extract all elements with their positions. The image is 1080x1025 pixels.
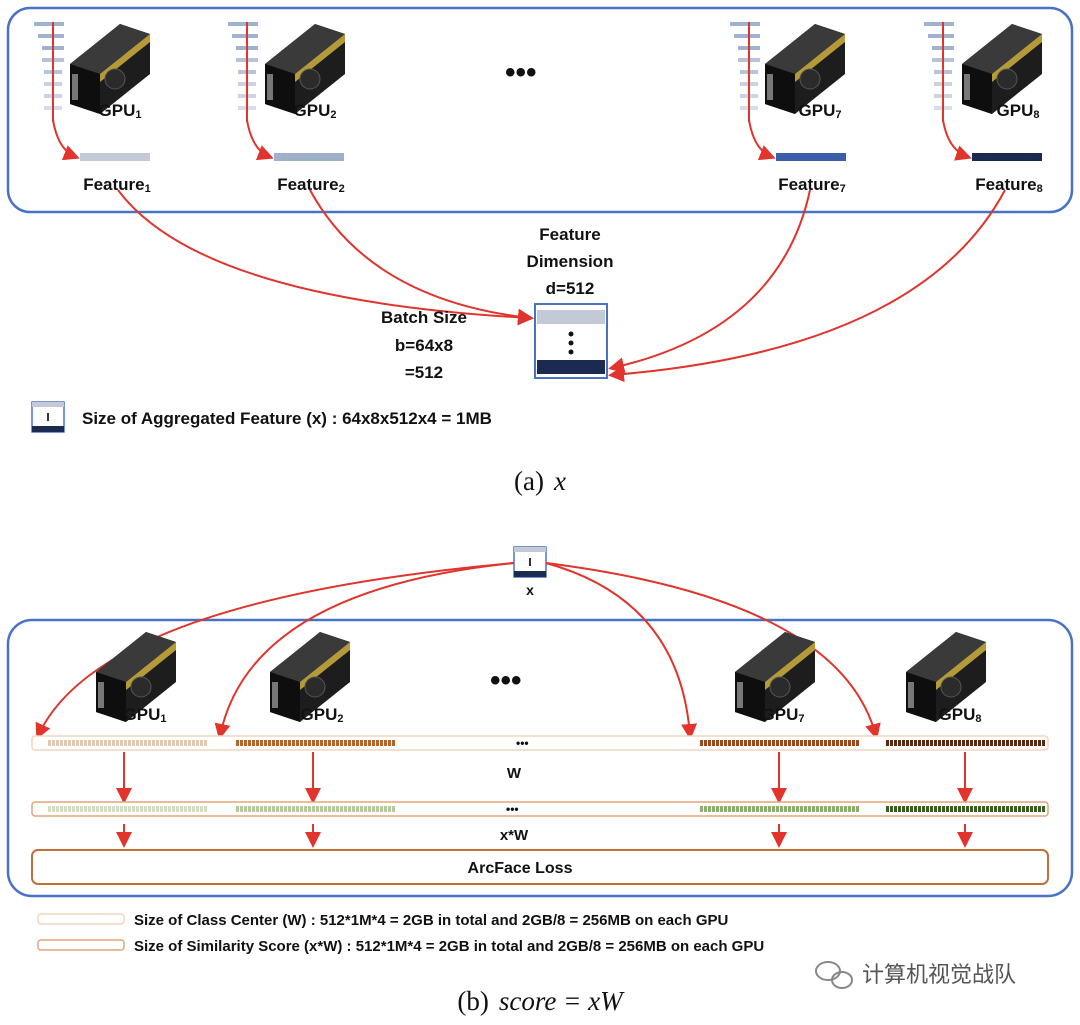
gpu-label: GPU8: [939, 705, 982, 725]
feature-dimension-line1: Feature: [539, 225, 600, 244]
network-layers-icon: [923, 21, 955, 123]
w-label: W: [507, 765, 522, 782]
legend-similarity-score: Size of Similarity Score (x*W) : 512*1M*…: [134, 938, 764, 955]
arcface-loss-label: ArcFace Loss: [468, 860, 573, 877]
legend-score-swatch: [37, 939, 125, 951]
feature-label: Feature8: [975, 175, 1043, 195]
gpu-label: GPU2: [294, 101, 337, 121]
gpu-node-b-2: GPU2: [221, 631, 351, 748]
x-input-label: x: [526, 582, 534, 598]
score-row-frame: [31, 801, 1049, 817]
network-layers-icon: [33, 21, 65, 123]
legend-aggregated-feature: Size of Aggregated Feature (x) : 64x8x51…: [82, 409, 492, 428]
loss-arrows: [116, 824, 973, 848]
legend-icon-x: [31, 401, 65, 433]
score-shard-2: [236, 806, 395, 812]
w-row-frame: [31, 735, 1049, 751]
caption-a: (a)x: [514, 466, 566, 496]
legend-class-center: Size of Class Center (W) : 512*1M*4 = 2G…: [134, 912, 728, 929]
feature-extract-arrow: [246, 119, 274, 161]
batch-size-line1: Batch Size: [381, 308, 467, 327]
batch-size-line3: =512: [405, 363, 443, 382]
feature-bar: [776, 153, 846, 161]
gpu-frame-a: [6, 6, 1074, 214]
gpu-label: GPU1: [124, 705, 167, 725]
network-layers-icon: [729, 21, 761, 123]
feature-label: Feature2: [277, 175, 345, 195]
score-shard-1: [48, 806, 207, 812]
watermark: 计算机视觉战队: [815, 961, 1016, 989]
feature-extract-arrow: [52, 119, 80, 161]
w-segments: [48, 740, 1045, 746]
feature-label: Feature1: [83, 175, 151, 195]
watermark-text: 计算机视觉战队: [862, 963, 1016, 988]
gpu-label: GPU7: [799, 101, 842, 121]
feature-extract-arrow: [748, 119, 776, 161]
ellipsis-a: •••: [505, 56, 537, 89]
feature-extract-arrow: [942, 119, 972, 161]
feature-label: Feature7: [778, 175, 846, 195]
w-shard-4: [886, 740, 1045, 746]
w-shard-3: [700, 740, 859, 746]
gpu-node-b-3: GPU7: [685, 631, 816, 748]
feature-dimension-line2: Dimension: [527, 252, 614, 271]
network-layers-icon: [227, 21, 259, 123]
aggregation-arrows: [117, 189, 1006, 382]
w-shard-1: [48, 740, 207, 746]
gpu-label: GPU8: [997, 101, 1040, 121]
score-shard-4: [886, 806, 1045, 812]
w-row-ellipsis: •••: [516, 736, 529, 750]
gpu-frame-b: [6, 618, 1074, 898]
feature-dimension-line3: d=512: [546, 279, 595, 298]
wechat-icon: [815, 961, 853, 989]
caption-b: (b)score = xW: [457, 986, 625, 1016]
broadcast-arrows: [35, 562, 881, 740]
gpu-node-b-4: GPU8: [871, 631, 987, 748]
feature-bar: [972, 153, 1042, 161]
gpu-label: GPU1: [99, 101, 142, 121]
arcface-loss-box: [31, 849, 1049, 885]
x-input-icon: [513, 546, 547, 578]
score-segments: [48, 806, 1045, 812]
w-shard-2: [236, 740, 395, 746]
score-row-ellipsis: •••: [506, 802, 519, 816]
batch-size-line2: b=64x8: [395, 336, 453, 355]
feature-bar: [80, 153, 150, 161]
feature-bar: [274, 153, 344, 161]
aggregated-feature-matrix: [534, 303, 608, 379]
score-shard-3: [700, 806, 859, 812]
gpu-label: GPU7: [762, 705, 805, 725]
ellipsis-b: •••: [490, 664, 522, 697]
legend-w-swatch: [37, 913, 125, 925]
gpu-node-b-1: GPU1: [33, 631, 177, 748]
gpu-label: GPU2: [301, 705, 344, 725]
matmul-arrows: [116, 752, 973, 804]
xw-label: x*W: [500, 827, 529, 844]
